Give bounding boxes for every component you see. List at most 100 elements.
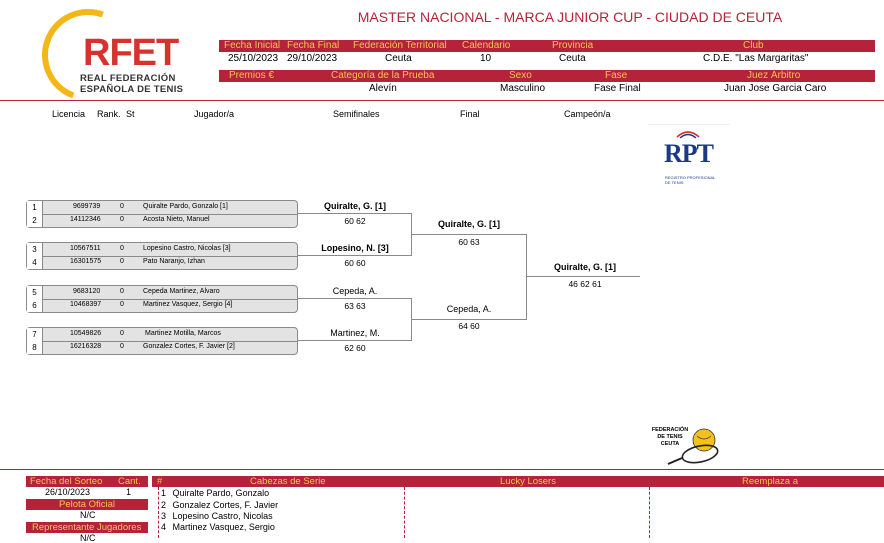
pelota-value: N/C (80, 510, 96, 520)
val-club: C.D.E. "Las Margaritas" (703, 53, 809, 64)
hdr-fase: Fase (605, 70, 628, 81)
seed-player: Gonzalez Cortes, F. Javier (172, 500, 279, 510)
player-name: Martinez Vasquez, Sergio [4] (143, 301, 233, 308)
representante-label: Representante Jugadores (32, 522, 142, 533)
list-item: 1 Quiralte Pardo, Gonzalo (161, 488, 269, 498)
champion-name: Quiralte, G. [1] (553, 262, 616, 272)
hdr-cant: Cant. (118, 476, 141, 487)
col-rank: Rank. (97, 109, 121, 119)
bottom-sep-1 (158, 487, 159, 538)
sorteo-cant: 1 (126, 487, 132, 497)
player-row: 2 14112346 0 Acosta Nieto, Manuel (27, 214, 297, 227)
seed-number: 4 (161, 522, 167, 532)
match-box-2: 3 10567511 0 Lopesino Castro, Nicolas [3… (26, 242, 298, 270)
rpt-sub-line-2: DE TENIS (665, 180, 684, 185)
player-rank: 0 (120, 330, 124, 337)
final-winner-1: Quiralte, G. [1] (437, 219, 500, 229)
player-seed: 1 (27, 201, 43, 214)
player-seed: 3 (27, 243, 43, 256)
player-licencia: 14112346 (70, 216, 101, 223)
info-value-row-2: Alevín Masculino Fase Final Juan Jose Ga… (219, 83, 875, 95)
hdr-sexo: Sexo (509, 70, 532, 81)
rpt-sub-line-1: REGISTRO PROFESIONAL (665, 175, 716, 180)
bottom-sep-3 (649, 487, 650, 538)
info-value-row-1: 25/10/2023 29/10/2023 Ceuta 10 Ceuta C.D… (219, 53, 875, 65)
player-row: 8 16216328 0 Gonzalez Cortes, F. Javier … (27, 341, 297, 354)
info-header-row-2: Premios € Categoría de la Prueba Sexo Fa… (219, 70, 875, 82)
logo-subtitle: REAL FEDERACIÓN ESPAÑOLA DE TENIS (80, 73, 183, 95)
pelota-label: Pelota Oficial (59, 499, 115, 510)
hdr-federacion: Federación Territorial (353, 40, 447, 51)
player-rank: 0 (120, 245, 124, 252)
sorteo-fecha: 26/10/2023 (45, 487, 91, 497)
player-row: 6 10468397 0 Martinez Vasquez, Sergio [4… (27, 299, 297, 312)
list-item: 2 Gonzalez Cortes, F. Javier (161, 500, 278, 510)
player-name: Lopesino Castro, Nicolas [3] (143, 245, 231, 252)
logo-main: RFET (83, 32, 179, 74)
hdr-fecha-sorteo: Fecha del Sorteo (30, 476, 103, 487)
hdr-categoria: Categoría de la Prueba (331, 70, 435, 81)
player-seed: 6 (27, 299, 43, 312)
player-seed: 8 (27, 341, 43, 354)
rpt-stripes-icon (676, 131, 700, 139)
player-rank: 0 (120, 216, 124, 223)
player-rank: 0 (120, 203, 124, 210)
hdr-provincia: Provincia (552, 40, 594, 51)
final-winner-2: Cepeda, A. (446, 304, 492, 314)
rpt-word: RPT (664, 139, 714, 168)
fed-logo-text: FEDERACIÓN DE TENIS CEUTA (648, 427, 692, 448)
player-licencia: 16216328 (70, 343, 102, 350)
col-semifinales: Semifinales (333, 109, 380, 119)
bottom-sep-2 (404, 487, 405, 538)
rpt-subtitle: REGISTRO PROFESIONAL DE TENIS (665, 175, 715, 185)
fed-logo-line-3: CEUTA (660, 441, 680, 447)
list-item: 4 Martinez Vasquez, Sergio (161, 522, 275, 532)
bottom-divider (0, 469, 884, 470)
tennis-racket-icon (667, 428, 719, 465)
player-licencia: 16301575 (70, 258, 102, 265)
player-licencia: 10549826 (70, 330, 102, 337)
match-box-4: 7 10549826 0 Martinez Motilla, Marcos 8 … (26, 327, 298, 355)
player-rank: 0 (120, 288, 124, 295)
val-categoria: Alevín (369, 83, 397, 94)
player-name: Pato Naranjo, Izhan (143, 258, 205, 265)
hdr-juez: Juez Árbitro (747, 70, 801, 81)
val-juez: Juan Jose Garcia Caro (724, 83, 827, 94)
list-item: 3 Lopesino Castro, Nicolas (161, 511, 273, 521)
player-licencia: 10468397 (70, 301, 102, 308)
match-box-3: 5 9683120 0 Cepeda Martinez, Alvaro 6 10… (26, 285, 298, 313)
fed-logo-line-1: FEDERACIÓN (651, 427, 689, 433)
final-line-1 (411, 234, 526, 235)
page-title: MASTER NACIONAL - MARCA JUNIOR CUP - CIU… (357, 9, 783, 25)
player-licencia: 9683120 (73, 288, 101, 295)
final-connector (526, 234, 527, 320)
player-rank: 0 (120, 301, 124, 308)
hdr-reemplaza: Reemplaza a (742, 476, 798, 487)
hdr-num: # (157, 476, 163, 487)
player-seed: 7 (27, 328, 43, 341)
val-calendario: 10 (480, 53, 492, 64)
seed-player: Martinez Vasquez, Sergio (172, 522, 275, 532)
semi-winner-3: Cepeda, A. (332, 286, 378, 296)
fed-ceuta-logo: FEDERACIÓN DE TENIS CEUTA (648, 424, 720, 466)
champion-line (526, 276, 640, 277)
header-divider (0, 100, 884, 101)
representante-value: N/C (80, 533, 96, 543)
match-box-1: 1 9699739 0 Quiralte Pardo, Gonzalo [1] … (26, 200, 298, 228)
semi-winner-4: Martinez, M. (330, 328, 380, 338)
player-row: 4 16301575 0 Pato Naranjo, Izhan (27, 256, 297, 269)
val-provincia: Ceuta (559, 53, 586, 64)
val-fase: Fase Final (594, 83, 641, 94)
col-campeon: Campeón/a (564, 109, 611, 119)
col-final: Final (460, 109, 480, 119)
hdr-fecha-final: Fecha Final (287, 40, 340, 51)
semi-line-2 (298, 255, 411, 256)
player-licencia: 10567511 (70, 245, 101, 252)
bottom-header-right: # Cabezas de Serie Lucky Losers Reemplaz… (152, 476, 884, 487)
info-header-row-1: Fecha Inicial Fecha Final Federación Ter… (219, 40, 875, 52)
player-name: Acosta Nieto, Manuel (143, 216, 210, 223)
seed-number: 1 (161, 488, 167, 498)
hdr-calendario: Calendario (462, 40, 511, 51)
seed-player: Quiralte Pardo, Gonzalo (172, 488, 270, 498)
col-st: St (126, 109, 135, 119)
